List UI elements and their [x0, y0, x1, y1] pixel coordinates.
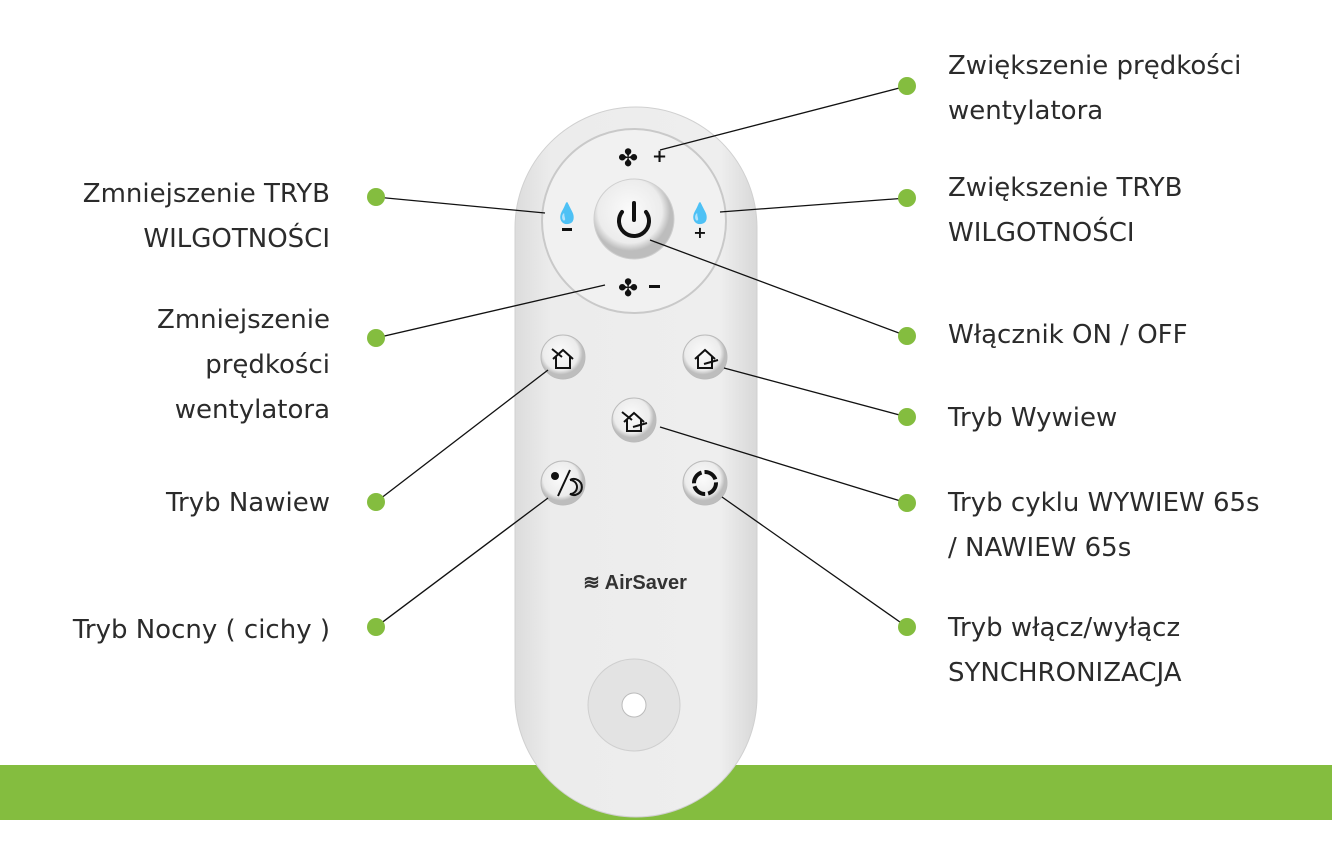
fan-down-button[interactable]: ✤	[618, 274, 660, 302]
label-night-mode: Tryb Nocny ( cichy )	[72, 615, 330, 645]
sync-button[interactable]	[682, 460, 728, 506]
label-supply-mode: Tryb Nawiew	[165, 488, 330, 518]
label-cycle-mode: Tryb cyklu WYWIEW 65s/ NAWIEW 65s	[948, 488, 1260, 563]
exhaust-mode-button[interactable]	[682, 334, 728, 380]
night-mode-button[interactable]	[540, 460, 586, 506]
fan-icon: ✤	[618, 274, 638, 302]
droplets-icon: 💧	[555, 201, 580, 225]
label-power: Włącznik ON / OFF	[948, 320, 1188, 350]
minus-icon	[649, 285, 660, 288]
fan-icon: ✤	[618, 144, 638, 172]
moon-icon	[569, 478, 583, 496]
fan-up-button[interactable]: ✤ +	[618, 144, 667, 172]
humidity-down-button[interactable]: 💧	[555, 201, 580, 231]
callout-dots	[367, 77, 916, 636]
sync-arrows-icon	[692, 470, 718, 496]
plus-icon: +	[693, 223, 706, 242]
humidity-up-button[interactable]: 💧 +	[688, 201, 713, 242]
label-exhaust-mode: Tryb Wywiew	[948, 403, 1118, 433]
power-button[interactable]	[593, 178, 675, 260]
sun-icon	[551, 472, 559, 480]
supply-mode-button[interactable]	[540, 334, 586, 380]
droplets-icon: 💧	[688, 201, 713, 225]
lanyard-hole	[587, 658, 681, 752]
power-icon	[617, 210, 651, 238]
leader-lines	[375, 85, 908, 628]
cycle-mode-button[interactable]	[611, 397, 657, 443]
minus-icon	[562, 228, 572, 231]
plus-icon: +	[652, 146, 667, 167]
airsaver-logo: ≋ AirSaver	[583, 572, 687, 594]
house-in-arrow-icon	[552, 348, 574, 369]
